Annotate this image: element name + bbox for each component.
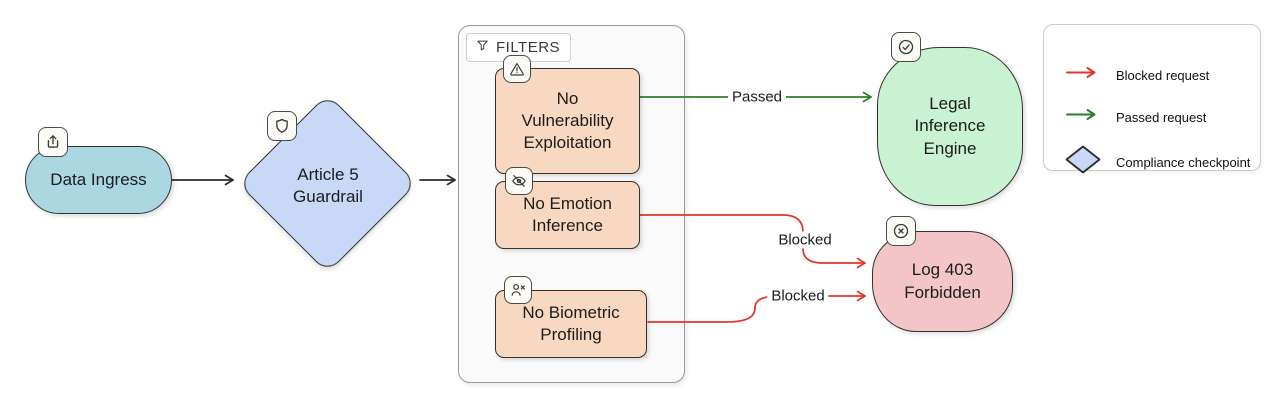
node-no-emotion-inference: No Emotion Inference [495,181,640,249]
node-log-403-forbidden-label: Log 403 Forbidden [904,260,981,302]
node-log-403-forbidden: Log 403 Forbidden [872,231,1013,332]
filter-icon [475,38,490,57]
node-legal-inference-engine-label: Legal Inference Engine [914,94,986,158]
check-circle-icon [891,32,921,62]
node-data-ingress-label: Data Ingress [50,169,147,189]
legend: Blocked request Passed request Complianc… [1043,24,1261,174]
legend-label-passed: Passed request [1116,109,1207,125]
edge-label-blocked-2: Blocked [767,287,829,305]
edge-label-blocked-1: Blocked [774,231,836,249]
warning-triangle-icon [503,55,531,83]
legend-item-checkpoint: Compliance checkpoint [1064,144,1250,180]
upload-icon [38,127,68,157]
eye-off-icon [505,167,533,195]
edge-label-passed: Passed [727,88,787,106]
user-x-icon [504,276,532,304]
node-no-emotion-inference-label: No Emotion Inference [523,193,612,235]
node-no-vulnerability-exploitation: No Vulnerability Exploitation [495,68,640,174]
legend-label-checkpoint: Compliance checkpoint [1116,154,1251,170]
shield-icon [267,111,297,141]
red-arrow-icon [1064,65,1102,85]
node-no-vulnerability-exploitation-label: No Vulnerability Exploitation [521,88,614,153]
legend-item-passed: Passed request [1064,107,1206,127]
legend-label-blocked: Blocked request [1116,67,1210,83]
node-legal-inference-engine: Legal Inference Engine [877,47,1023,206]
node-data-ingress: Data Ingress [25,146,172,214]
green-arrow-icon [1064,107,1102,127]
blue-diamond-icon [1064,144,1102,180]
x-circle-icon [886,216,916,246]
node-no-biometric-profiling-label: No Biometric Profiling [522,302,620,344]
legend-item-blocked: Blocked request [1064,65,1209,85]
filters-subgraph-label: FILTERS [496,39,561,56]
edge-blocked-2 [647,290,866,323]
